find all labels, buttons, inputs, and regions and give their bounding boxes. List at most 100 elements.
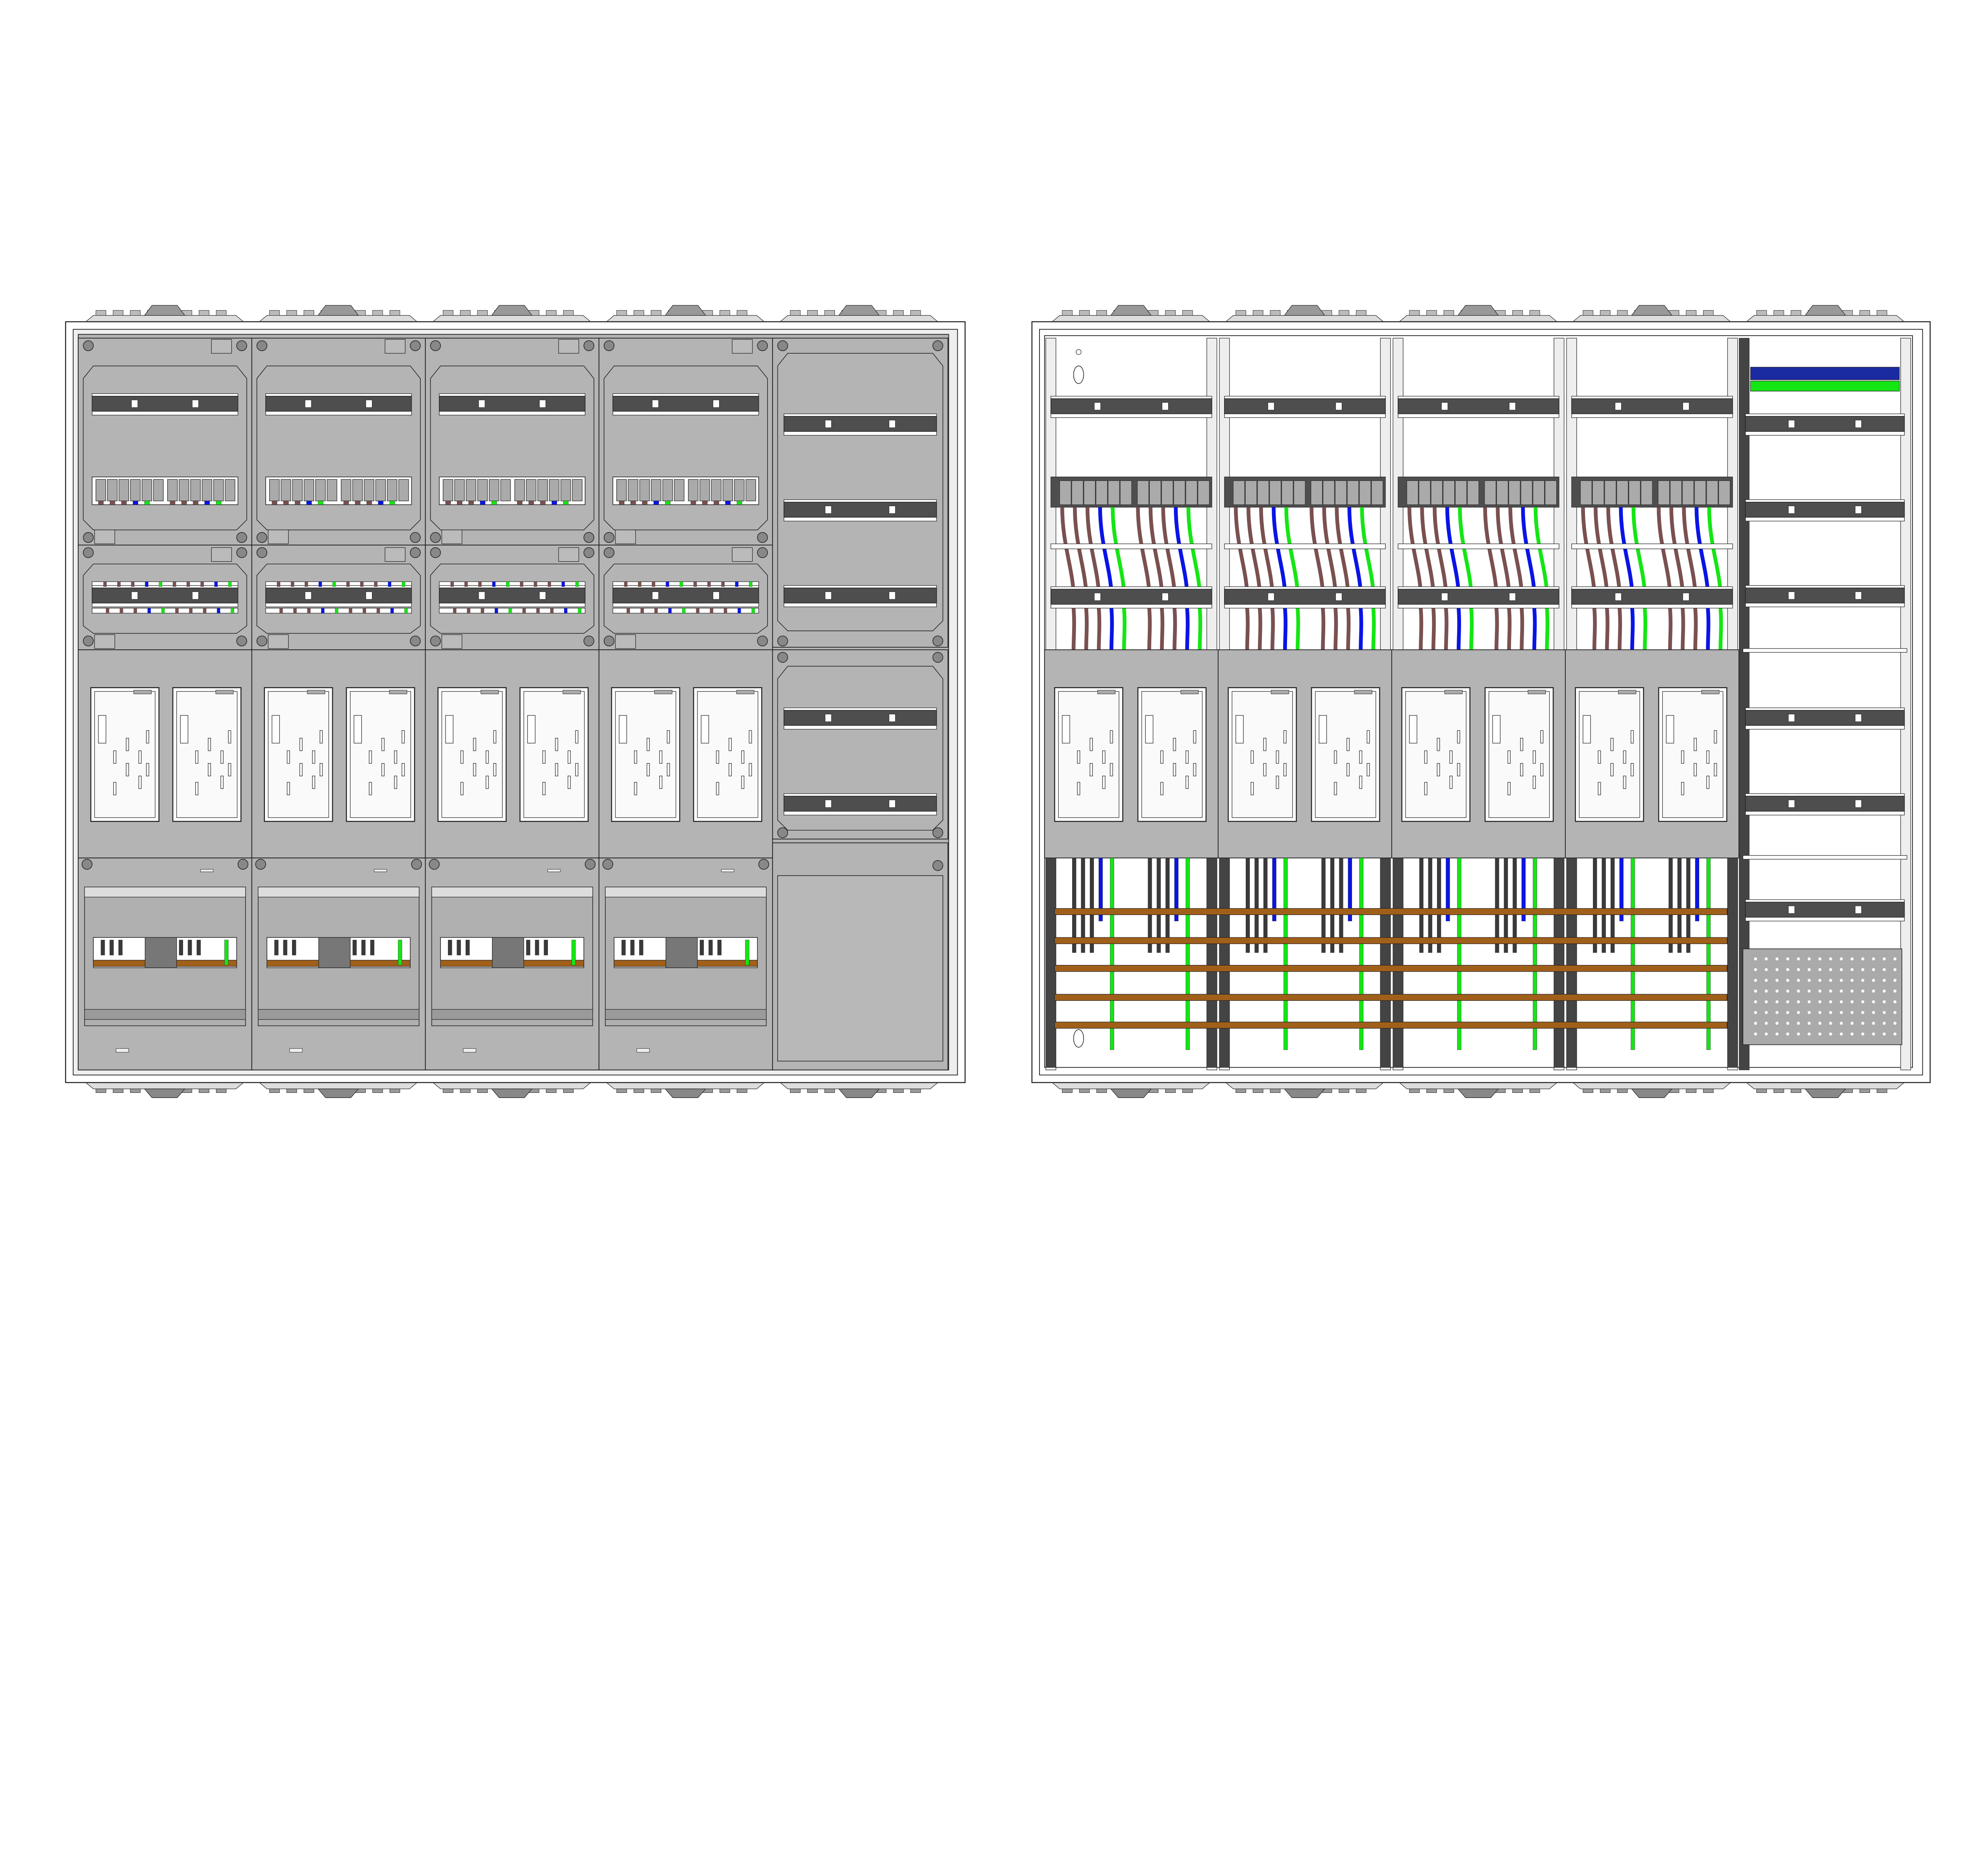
meter-slot [1540, 730, 1544, 744]
din-rail [1571, 589, 1733, 605]
cable-gland-base [1398, 315, 1558, 322]
wire-mark [696, 608, 699, 614]
meter-slot [1193, 730, 1197, 744]
wire-l3 [1335, 507, 1351, 650]
conductor [274, 940, 279, 956]
terminal-color-mark [355, 501, 361, 505]
wire-n [1619, 507, 1635, 650]
din-rail-lip [1571, 413, 1733, 418]
rail-slot [1855, 800, 1862, 808]
terminal-block [1628, 481, 1641, 505]
terminal-color-mark [480, 501, 486, 505]
wire-mark [203, 608, 207, 614]
earth-conductor [1706, 858, 1711, 1050]
meter-slot [312, 776, 315, 789]
perforation [1883, 1022, 1886, 1025]
cable-gland [1443, 310, 1454, 316]
screw-icon [430, 340, 441, 351]
conductor [1668, 858, 1673, 953]
terminal-block [1269, 481, 1281, 505]
cable-gland-large [1110, 1089, 1152, 1098]
wire-mark [187, 581, 190, 587]
meter-slot [1263, 763, 1267, 776]
rail-slot [192, 399, 199, 408]
wire-mark [624, 581, 628, 587]
perforation [1829, 1011, 1832, 1014]
perforation [1829, 989, 1832, 993]
meter-slot [1507, 782, 1511, 795]
meter-slot [146, 763, 149, 776]
din-rail [265, 588, 412, 604]
cable-gland [1079, 1089, 1090, 1093]
wire-mark [376, 608, 380, 614]
rail-slot [825, 506, 832, 514]
cable-gland [372, 310, 383, 316]
rail-slot [1855, 906, 1862, 914]
meter-slot [1263, 737, 1267, 751]
rail-slot [1788, 420, 1795, 428]
terminal-color-mark [529, 501, 534, 505]
earth-conductor [1284, 858, 1288, 1050]
perforation [1818, 1032, 1822, 1036]
cover-recess [256, 365, 421, 530]
terminal-color-mark [204, 501, 210, 505]
meter-slot [619, 715, 627, 744]
conductor [535, 940, 539, 956]
terminal-block [1149, 481, 1161, 505]
din-rail [783, 502, 937, 518]
cover-hinge [732, 547, 753, 562]
meter-window-inner [94, 691, 155, 818]
cable-bar [1398, 543, 1559, 549]
meter-slot [542, 782, 546, 795]
cable-gland [1529, 310, 1540, 316]
perforation [1829, 1032, 1832, 1036]
wire-mark [735, 581, 739, 587]
wire-mark [277, 581, 281, 587]
terminal-block [699, 479, 710, 501]
terminal-block [1311, 481, 1323, 505]
perforation [1797, 989, 1800, 993]
rail-slot [192, 591, 199, 600]
cable-gland [269, 1089, 280, 1093]
wire-mark [749, 581, 753, 587]
din-rail [92, 588, 239, 604]
rail-slot [889, 420, 896, 428]
wire-mark [561, 581, 565, 587]
meter-slot [1714, 730, 1717, 744]
wire-mark [494, 608, 498, 614]
cable-gland-base [1225, 1082, 1384, 1089]
terminal-color-mark [306, 501, 312, 505]
perforation [1840, 1032, 1843, 1036]
meter-slot [1236, 715, 1244, 744]
cover-hinge [268, 634, 289, 649]
neutral-conductor [1619, 858, 1624, 921]
din-rail [439, 396, 586, 412]
cable-gland [633, 310, 644, 316]
cable-bar [1571, 543, 1733, 549]
terminal-color-mark [193, 501, 198, 505]
cable-gland-base [432, 315, 592, 322]
meter-slot [138, 750, 142, 764]
meter-slot [555, 737, 558, 751]
terminal-block [662, 479, 673, 501]
meter-slot [1437, 763, 1440, 776]
din-rail-lip [1745, 585, 1905, 588]
meter-window-inner [1232, 691, 1293, 818]
cable-gland [1790, 1089, 1802, 1093]
meter-slot [634, 750, 637, 764]
terminal-block [315, 479, 326, 501]
wire-mark [159, 581, 163, 587]
perforation [1807, 1032, 1811, 1036]
cable-gland [1270, 310, 1281, 316]
meter-slot [1102, 776, 1106, 789]
terminal-block [711, 479, 721, 501]
din-rail-lip [1745, 899, 1905, 903]
terminal-block [179, 479, 189, 501]
cable-gland [1356, 310, 1367, 316]
wire-mark [575, 581, 579, 587]
meter-slot [473, 737, 476, 751]
earth-conductor [1186, 858, 1190, 1050]
din-rail-lip [612, 393, 759, 397]
din-rail [783, 710, 937, 726]
perforation [1893, 1011, 1897, 1014]
